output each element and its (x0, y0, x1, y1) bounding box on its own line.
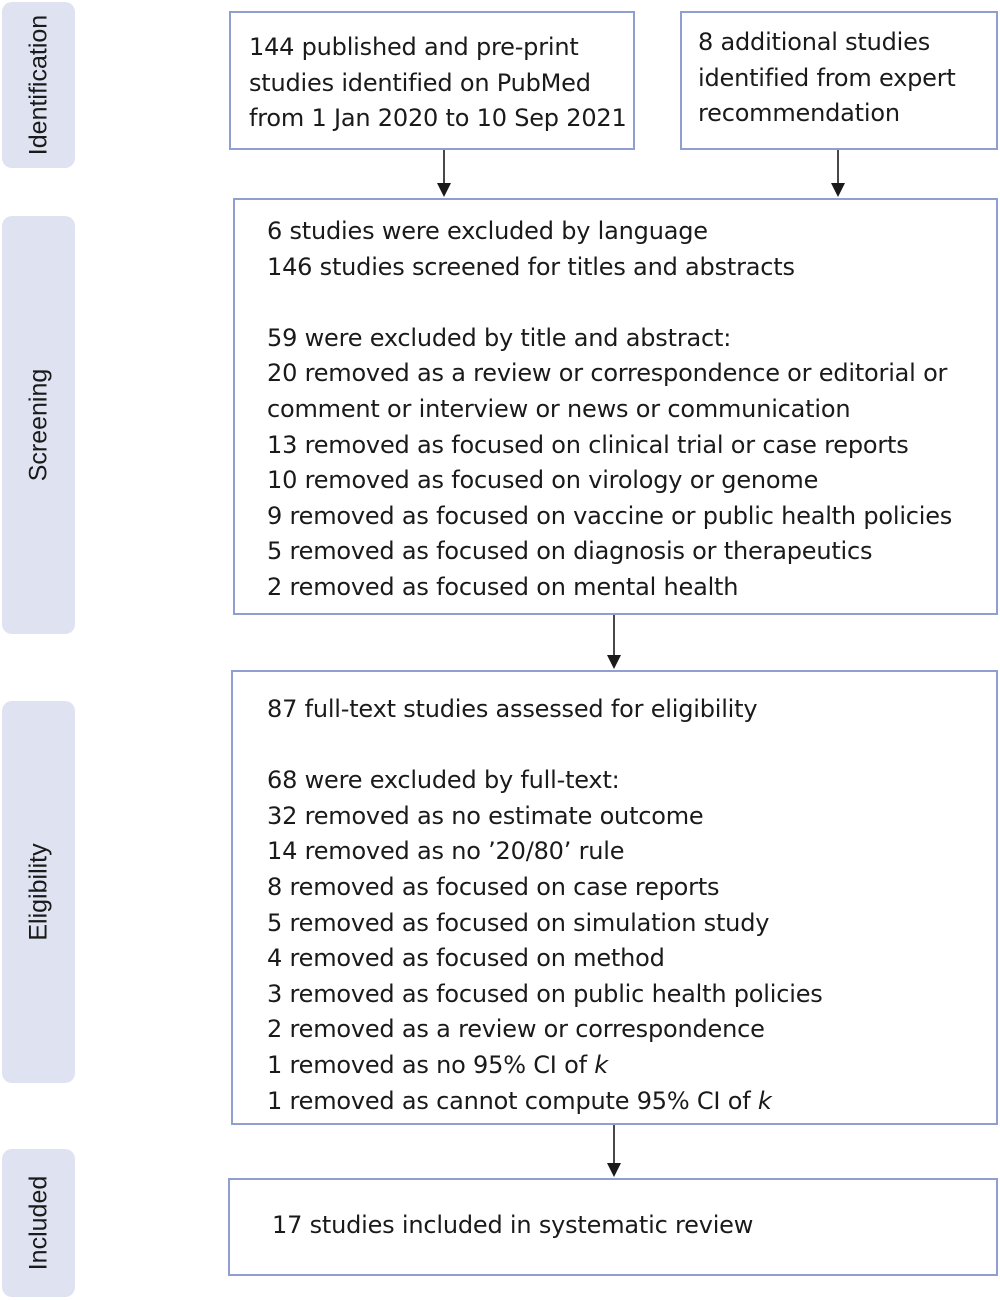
stage-included: Included (2, 1149, 75, 1297)
arrowhead (607, 655, 621, 669)
screened-count-text: 146 studies screened for titles and abst… (267, 252, 795, 281)
eligibility-exclusion-reason: 1 removed as cannot compute 95% CI of k (267, 1084, 996, 1120)
eligibility-assessed-text: 87 full-text studies assessed for eligib… (267, 695, 758, 723)
screening-exclusion-reason: 10 removed as focused on virology or gen… (267, 466, 819, 495)
eligibility-excluded-heading: 68 were excluded by full-text: (267, 766, 620, 795)
screening-exclusion-reason: 20 removed as a review or correspondence… (267, 359, 948, 388)
screening-exclusion-reason: 13 removed as focused on clinical trial … (267, 430, 909, 459)
excluded-by-language-text: 6 studies were excluded by language (267, 217, 708, 245)
pubmed-line: from 1 Jan 2020 to 10 Sep 2021 (249, 104, 627, 133)
included-box: 17 studies included in systematic review (228, 1178, 998, 1276)
expert-line: 8 additional studies (698, 28, 931, 56)
ci-reason-text: 1 removed as no 95% CI of (267, 1050, 595, 1079)
arrowhead (831, 183, 845, 197)
arrowhead (607, 1163, 621, 1177)
arrowhead (437, 183, 451, 197)
screening-exclusion-reason: 9 removed as focused on vaccine or publi… (267, 501, 953, 530)
pubmed-identification-box: 144 published and pre-print studies iden… (229, 11, 635, 150)
eligibility-exclusion-reason: 32 removed as no estimate outcome (267, 801, 704, 830)
expert-line: recommendation (698, 99, 900, 128)
screening-box: 6 studies were excluded by language 146 … (233, 198, 998, 615)
eligibility-exclusion-reason: 8 removed as focused on case reports (267, 872, 720, 901)
expert-recommendation-box: 8 additional studies identified from exp… (680, 11, 998, 150)
eligibility-exclusion-reason: 3 removed as focused on public health po… (267, 979, 823, 1008)
eligibility-exclusion-reason: 2 removed as a review or correspondence (267, 1015, 765, 1044)
k-symbol: k (594, 1050, 608, 1079)
eligibility-exclusion-reason: 4 removed as focused on method (267, 944, 665, 973)
eligibility-exclusion-reason: 14 removed as no ’20/80’ rule (267, 837, 625, 866)
included-count-text: 17 studies included in systematic review (272, 1211, 754, 1239)
k-symbol: k (757, 1086, 772, 1115)
screening-exclusion-reason: comment or interview or news or communic… (267, 394, 851, 423)
stage-eligibility: Eligibility (2, 701, 75, 1083)
ci-reason-text: 1 removed as cannot compute 95% CI of (267, 1086, 758, 1115)
eligibility-exclusion-reason: 1 removed as no 95% CI of k (267, 1048, 996, 1084)
eligibility-exclusion-reason: 5 removed as focused on simulation study (267, 908, 770, 937)
pubmed-line: studies identified on PubMed (249, 68, 591, 97)
stage-screening: Screening (2, 216, 75, 634)
expert-line: identified from expert (698, 63, 956, 92)
pubmed-line: 144 published and pre-print (249, 33, 579, 61)
stage-identification: Identification (2, 2, 75, 168)
screening-exclusion-reason: 2 removed as focused on mental health (267, 572, 739, 601)
screening-excluded-heading: 59 were excluded by title and abstract: (267, 323, 732, 352)
eligibility-box: 87 full-text studies assessed for eligib… (231, 670, 998, 1125)
screening-exclusion-reason: 5 removed as focused on diagnosis or the… (267, 537, 873, 566)
